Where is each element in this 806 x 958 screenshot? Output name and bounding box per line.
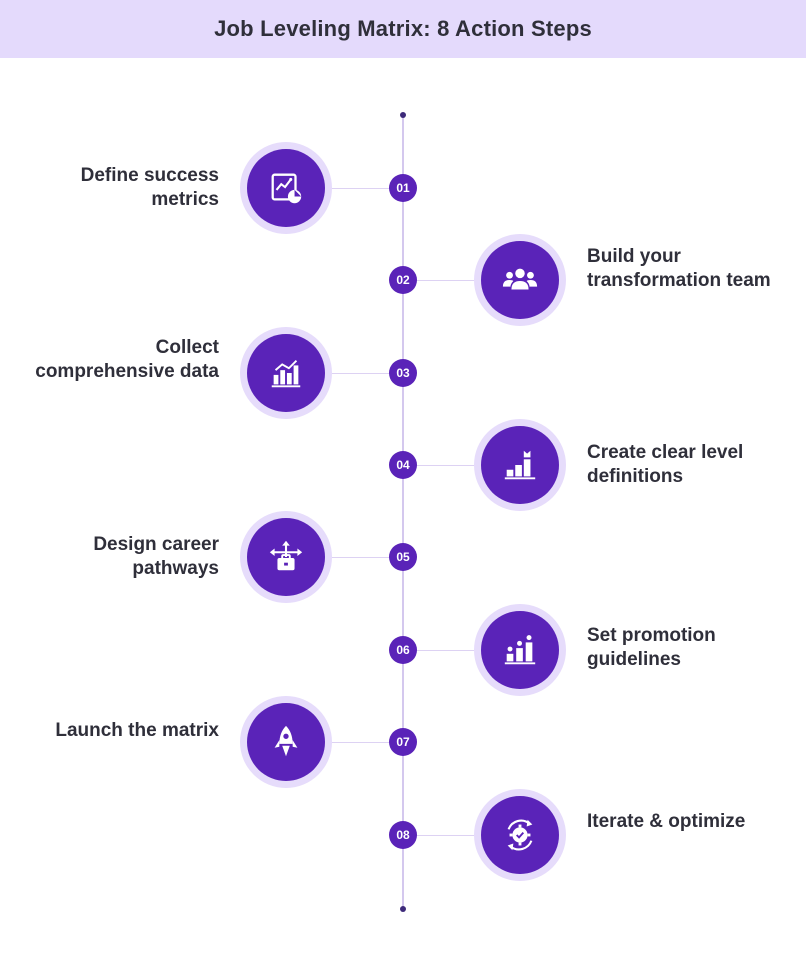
connector-06 [416,650,478,651]
step-number-08: 08 [389,821,417,849]
connector-02 [416,280,478,281]
people-steps-icon [504,635,536,665]
step-bubble-06 [474,604,566,696]
step-label-03: Collect comprehensive data [35,337,219,382]
analytics-report-icon [271,173,302,204]
team-group-icon [502,268,538,290]
header-banner: Job Leveling Matrix: 8 Action Steps [0,0,806,58]
step-bubble-05 [240,511,332,603]
connector-01 [330,188,390,189]
timeline-line [402,115,404,909]
step-bubble-07 [240,696,332,788]
timeline-start-dot [400,112,406,118]
connector-08 [416,835,478,836]
step-label-08: Iterate & optimize [587,811,746,832]
step-label-07: Launch the matrix [55,720,219,741]
connector-04 [416,465,478,466]
step-bubble-08 [474,789,566,881]
step-number-02: 02 [389,266,417,294]
gear-cycle-icon [507,819,533,851]
podium-levels-icon [504,450,536,480]
step-label-05: Design career pathways [93,534,219,579]
step-number-07: 07 [389,728,417,756]
step-label-01: Define success metrics [80,165,219,210]
briefcase-arrows-icon [269,540,303,571]
step-number-03: 03 [389,359,417,387]
step-number-04: 04 [389,451,417,479]
page-title: Job Leveling Matrix: 8 Action Steps [214,16,592,41]
step-number-06: 06 [389,636,417,664]
connector-05 [330,557,390,558]
step-number-05: 05 [389,543,417,571]
step-label-04: Create clear level definitions [587,442,744,487]
step-bubble-03 [240,327,332,419]
step-label-02: Build your transformation team [587,246,771,291]
timeline-end-dot [400,906,406,912]
rocket-icon [274,725,298,757]
step-bubble-01 [240,142,332,234]
step-bubble-04 [474,419,566,511]
bar-chart-icon [271,359,301,388]
connector-07 [330,742,390,743]
step-number-01: 01 [389,174,417,202]
connector-03 [330,373,390,374]
step-bubble-02 [474,234,566,326]
step-label-06: Set promotion guidelines [587,625,716,670]
